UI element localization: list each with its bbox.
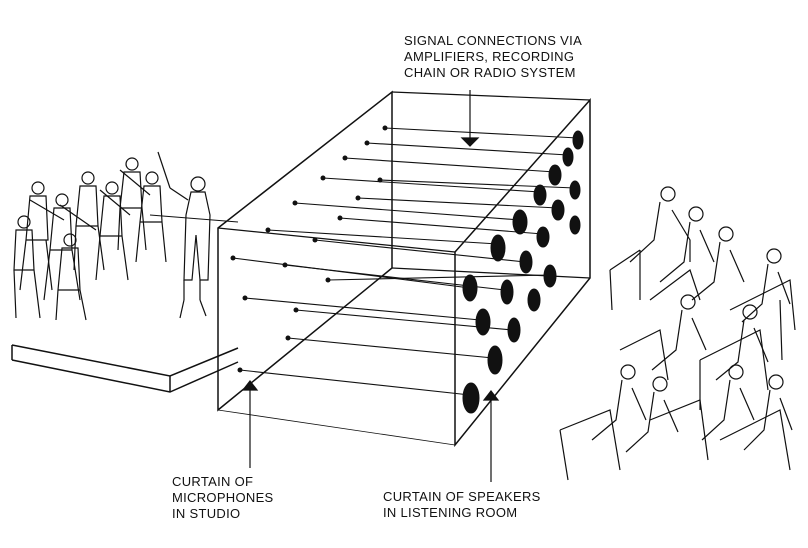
signal-connections-label: SIGNAL CONNECTIONS VIA AMPLIFIERS, RECOR… bbox=[404, 33, 582, 81]
speaker-curtain-label: CURTAIN OF SPEAKERS IN LISTENING ROOM bbox=[383, 489, 541, 521]
mic-label-line-1: CURTAIN OF bbox=[172, 474, 254, 489]
mic-label-line-3: IN STUDIO bbox=[172, 506, 241, 521]
speaker-label-line-2: IN LISTENING ROOM bbox=[383, 505, 518, 520]
microphone-curtain-panel bbox=[217, 90, 393, 412]
speaker-icons bbox=[462, 130, 584, 414]
listening-audience-illustration bbox=[559, 186, 796, 481]
studio-stage bbox=[11, 214, 239, 393]
signal-label-line-2: AMPLIFIERS, RECORDING bbox=[404, 49, 575, 64]
musician-figures bbox=[13, 157, 167, 321]
signal-label-line-1: SIGNAL CONNECTIONS VIA bbox=[404, 33, 583, 48]
connection-box-edges bbox=[217, 91, 591, 446]
pointer-arrows bbox=[241, 90, 500, 482]
microphone-dots bbox=[230, 125, 388, 373]
conductor-figure bbox=[157, 151, 211, 319]
speaker-label-line-1: CURTAIN OF SPEAKERS bbox=[383, 489, 541, 504]
microphone-curtain-label: CURTAIN OF MICROPHONES IN STUDIO bbox=[172, 474, 274, 522]
mic-label-line-2: MICROPHONES bbox=[172, 490, 274, 505]
signal-label-line-3: CHAIN OR RADIO SYSTEM bbox=[404, 65, 576, 80]
orchestra-illustration bbox=[13, 151, 211, 321]
